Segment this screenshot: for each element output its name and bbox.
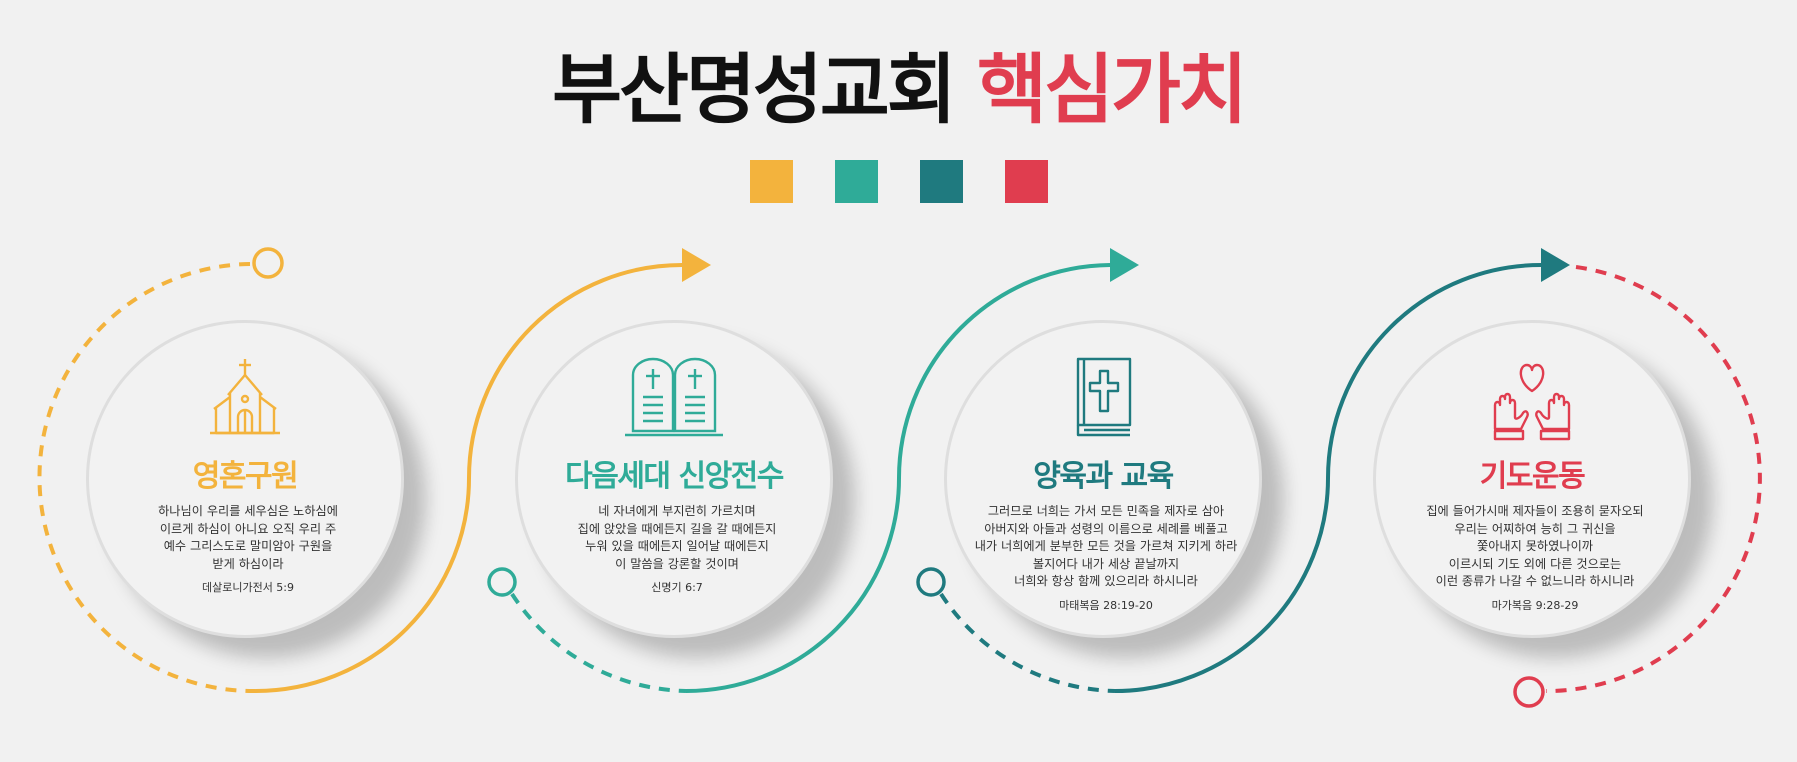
yellow-start-dot <box>252 247 284 279</box>
verse-line: 이르게 하심이 아니요 오직 우리 주 <box>159 521 337 536</box>
yellow-arrow <box>682 248 711 282</box>
verse-line: 쫓아내지 못하였나이까 <box>1477 539 1593 554</box>
swatch-yellow <box>750 160 793 203</box>
verse-line: 받게 하심이라 <box>212 556 284 571</box>
value-card-2: 다음세대 신앙전수 네 자녀에게 부지런히 가르치며 집에 앉았을 때에든지 길… <box>515 320 833 638</box>
darkteal-arrow <box>1541 248 1570 282</box>
bible-icon <box>1076 357 1132 437</box>
red-dashed-arc <box>1545 265 1762 694</box>
page-title: 부산명성교회 핵심가치 <box>0 42 1797 138</box>
teal-arrow <box>1110 248 1139 282</box>
card-verse: 집에 들어가시매 제자들이 조용히 묻자오되 우리는 어찌하여 능히 그 귀신을… <box>1396 503 1674 615</box>
verse-line: 누워 있을 때에든지 일어날 때에든지 <box>585 539 769 554</box>
title-main: 부산명성교회 <box>552 45 957 134</box>
card-title: 다음세대 신앙전수 <box>565 459 784 494</box>
verse-line: 집에 들어가시매 제자들이 조용히 묻자오되 <box>1426 504 1644 518</box>
verse-line: 집에 앉았을 때에든지 길을 갈 때에든지 <box>577 521 777 536</box>
darkteal-start-dot <box>916 567 946 597</box>
card-verse: 그러므로 너희는 가서 모든 민족을 제자로 삼아 아버지와 아들과 성령의 이… <box>967 503 1245 615</box>
card-title: 영혼구원 <box>192 459 299 494</box>
title-accent: 핵심가치 <box>977 45 1248 134</box>
card-verse: 하나님이 우리를 세우심은 노하심에 이르게 하심이 아니요 오직 우리 주 예… <box>109 503 387 597</box>
yellow-solid-arc <box>255 263 683 693</box>
verse-reference: 마가복음 9:28-29 <box>1491 598 1579 612</box>
verse-line: 아버지와 아들과 성령의 이름으로 세례를 베풀고 <box>984 521 1228 536</box>
card-title: 기도운동 <box>1479 459 1586 494</box>
darkteal-solid-arc <box>1114 263 1542 693</box>
swatch-red <box>1005 160 1048 203</box>
verse-line: 우리는 어찌하여 능히 그 귀신을 <box>1454 521 1616 536</box>
verse-line: 예수 그리스도로 말미암아 구원을 <box>163 539 333 554</box>
stone-tablets-icon <box>625 357 723 437</box>
card-verse: 네 자녀에게 부지런히 가르치며 집에 앉았을 때에든지 길을 갈 때에든지 누… <box>538 503 816 597</box>
verse-line: 하나님이 우리를 세우심은 노하심에 <box>158 504 338 518</box>
verse-line: 이런 종류가 나갈 수 없느니라 하시니라 <box>1435 574 1635 589</box>
card-title: 양육과 교육 <box>1033 459 1174 494</box>
red-end-dot <box>1513 676 1545 708</box>
verse-line: 볼지어다 내가 세상 끝날까지 <box>1032 556 1180 571</box>
swatch-teal <box>835 160 878 203</box>
verse-reference: 마태복음 28:19-20 <box>1059 598 1153 612</box>
swatch-darkteal <box>920 160 963 203</box>
church-icon <box>210 359 280 435</box>
verse-line: 이 말씀을 강론할 것이며 <box>615 556 739 571</box>
verse-line: 그러므로 너희는 가서 모든 민족을 제자로 삼아 <box>987 504 1225 518</box>
verse-line: 이르시되 기도 외에 다른 것으로는 <box>1448 556 1622 571</box>
value-card-3: 양육과 교육 그러므로 너희는 가서 모든 민족을 제자로 삼아 아버지와 아들… <box>944 320 1262 638</box>
verse-reference: 데살로니가전서 5:9 <box>201 581 295 595</box>
praying-hands-heart-icon <box>1493 363 1571 441</box>
teal-start-dot <box>487 567 517 597</box>
verse-reference: 신명기 6:7 <box>651 581 703 595</box>
value-card-4: 기도운동 집에 들어가시매 제자들이 조용히 묻자오되 우리는 어찌하여 능히 … <box>1373 320 1691 638</box>
yellow-dashed-arc <box>37 262 257 694</box>
verse-line: 너희와 항상 함께 있으리라 하시니라 <box>1014 574 1198 589</box>
verse-line: 네 자녀에게 부지런히 가르치며 <box>598 504 756 518</box>
darkteal-dashed-arc <box>939 592 1116 693</box>
value-card-1: 영혼구원 하나님이 우리를 세우심은 노하심에 이르게 하심이 아니요 오직 우… <box>86 320 404 638</box>
teal-dashed-arc <box>510 592 687 693</box>
verse-line: 내가 너희에게 분부한 모든 것을 가르쳐 지키게 하라 <box>974 539 1238 554</box>
teal-solid-arc <box>685 263 1111 693</box>
